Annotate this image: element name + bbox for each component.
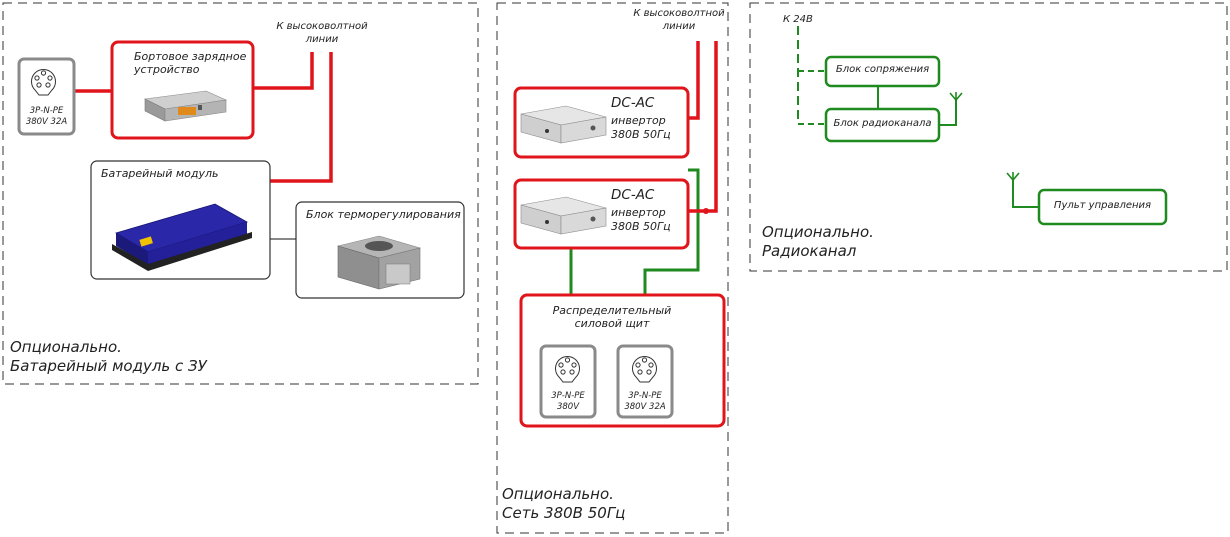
battery-module-image bbox=[112, 203, 252, 271]
battery-module-label: Батарейный модуль bbox=[101, 167, 219, 180]
zone-battery-label-line1: Опционально. bbox=[10, 338, 122, 356]
power-lines-network bbox=[688, 41, 718, 213]
panel-socket-2-icon bbox=[632, 356, 657, 383]
panel-label-1: Распределительный bbox=[552, 304, 672, 317]
hv-line-right-label-1: К высоковолтной bbox=[633, 8, 725, 19]
inverter-2-line1: инвертор bbox=[611, 206, 666, 219]
zone-radio-frame bbox=[749, 2, 1228, 272]
antenna-icon bbox=[949, 92, 963, 101]
power-lines-battery bbox=[74, 52, 333, 183]
hv-line-right-label-2: линии bbox=[662, 21, 696, 32]
zone-radio-label-line2: Радиоканал bbox=[762, 242, 857, 260]
hv-line-left-label-2: линии bbox=[305, 34, 339, 45]
charger-label-1: Бортовое зарядное bbox=[134, 50, 247, 63]
inverter-2-image bbox=[520, 196, 607, 235]
inverter-2-line2: 380В 50Гц bbox=[611, 220, 671, 233]
zone-battery-label-line2: Батарейный модуль с ЗУ bbox=[10, 357, 207, 375]
panel-socket-2-label-2: 380V 32A bbox=[624, 402, 666, 412]
zone-network-label-line2: Сеть 380В 50Гц bbox=[502, 504, 626, 522]
zone-radio-label-line1: Опционально. bbox=[762, 223, 874, 241]
charger-device-image bbox=[143, 90, 228, 122]
panel-socket-1-icon bbox=[555, 356, 580, 383]
panel-socket-1-label-2: 380V bbox=[556, 402, 580, 412]
zone-network-label-line1: Опционально. bbox=[502, 485, 614, 503]
charger-frame bbox=[110, 40, 255, 140]
thermo-unit-label: Блок терморегулирования bbox=[306, 208, 461, 221]
control-lines-network bbox=[569, 168, 700, 295]
charger-label-2: устройство bbox=[134, 63, 200, 76]
socket-left bbox=[17, 57, 76, 136]
remote-label: Пульт управления bbox=[1053, 200, 1152, 211]
zone-network-frame bbox=[496, 2, 729, 534]
socket-left-label-2: 380V 32A bbox=[25, 117, 68, 127]
radio-block-frame bbox=[824, 107, 941, 143]
remote-frame bbox=[1037, 188, 1168, 226]
radio-supply-label: К 24В bbox=[783, 14, 813, 25]
panel-socket-2-label-1: 3Р-N-PE bbox=[628, 391, 662, 401]
zone-battery-frame bbox=[2, 2, 479, 385]
radio-bus-lines bbox=[797, 26, 1039, 208]
inverter-2-title: DC-AC bbox=[611, 187, 655, 203]
remote-antenna-icon bbox=[1006, 172, 1020, 181]
inverter-1-line2: 380В 50Гц bbox=[611, 128, 671, 141]
interface-block-label: Блок сопряжения bbox=[835, 64, 930, 75]
socket-left-label-1: 3Р-N-PE bbox=[29, 106, 64, 116]
panel-label-2: силовой щит bbox=[574, 317, 650, 330]
inverter-1-image bbox=[520, 105, 607, 144]
inverter-1-line1: инвертор bbox=[611, 114, 666, 127]
panel-socket-1-label-1: 3Р-N-PE bbox=[551, 391, 585, 401]
inverter-1-title: DC-AC bbox=[611, 95, 655, 111]
power-junction bbox=[703, 208, 709, 214]
socket-left-icon bbox=[31, 69, 56, 96]
thermo-unit-image bbox=[336, 235, 422, 290]
hv-line-left-label-1: К высоковолтной bbox=[276, 21, 368, 32]
radio-block-label: Блок радиоканала bbox=[833, 118, 932, 129]
interface-block-frame bbox=[824, 55, 941, 88]
